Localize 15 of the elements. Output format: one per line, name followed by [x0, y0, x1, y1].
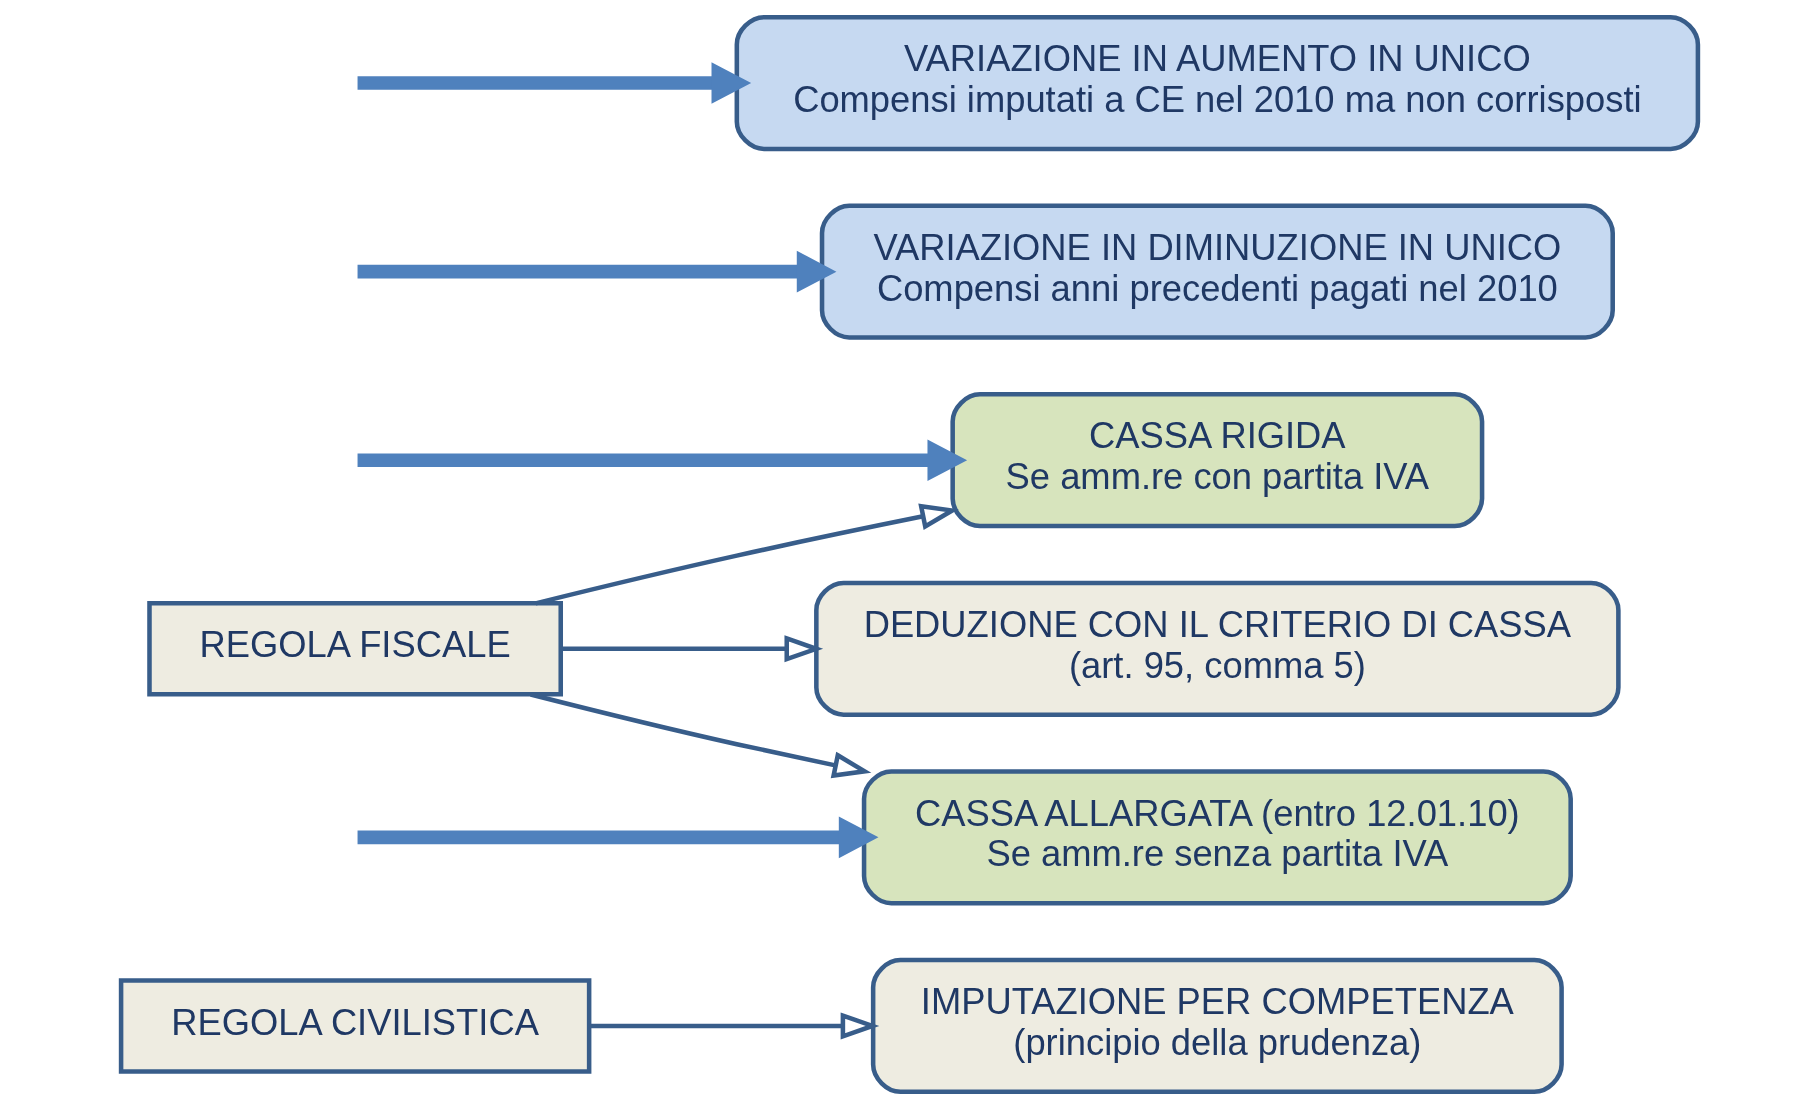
- arrow: [357, 62, 751, 104]
- arrow: [534, 503, 959, 606]
- arrow: [357, 816, 878, 859]
- node-box: REGOLA FISCALE: [146, 601, 563, 697]
- arrow: [357, 250, 836, 293]
- arrow: [561, 635, 823, 663]
- node-box: DEDUZIONE CON IL CRITERIO DI CASSA (art. 95, comma 5): [813, 580, 1621, 717]
- node-box: IMPUTAZIONE PER COMPETENZA (principio della prudenza): [870, 957, 1564, 1095]
- arrow: [357, 439, 967, 482]
- arrow: [589, 1012, 879, 1040]
- node-box: CASSA ALLARGATA (entro 12.01.10) Se amm.re senza partita IVA: [861, 769, 1573, 906]
- node-box: REGOLA CIVILISTICA: [118, 978, 591, 1074]
- node-box: VARIAZIONE IN DIMINUZIONE IN UNICO Compensi anni precedenti pagati nel 2010: [819, 203, 1615, 340]
- node-box: VARIAZIONE IN AUMENTO IN UNICO Compensi imputati a CE nel 2010 ma non corrisposti: [734, 14, 1700, 152]
- node-box: CASSA RIGIDA Se amm.re con partita IVA: [949, 392, 1484, 529]
